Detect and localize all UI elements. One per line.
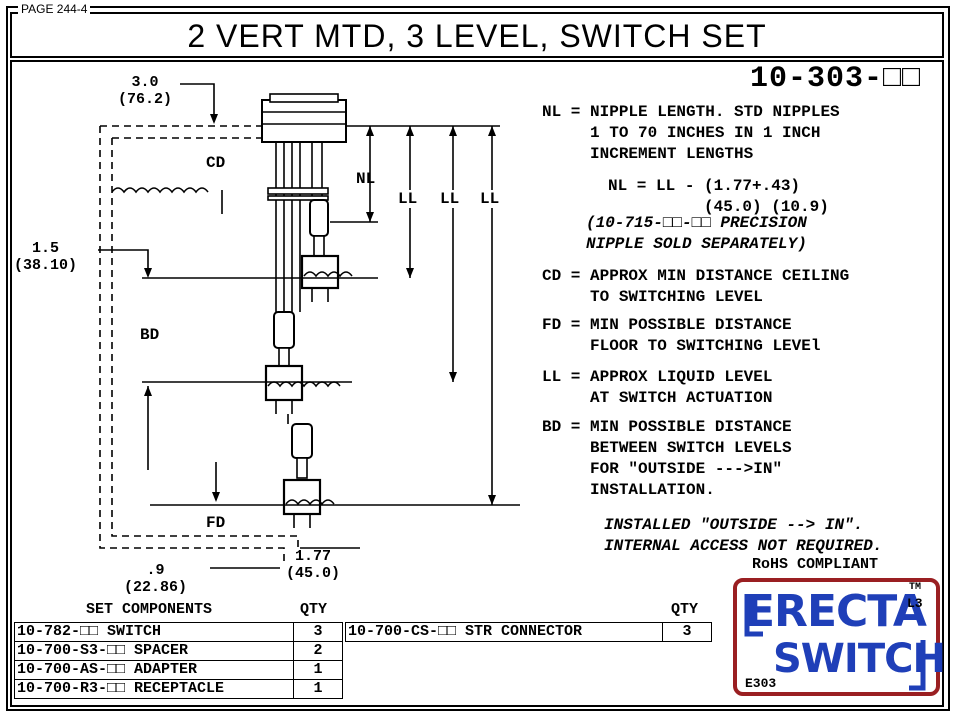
- component-part: 10-700-AS-□□ ADAPTER: [14, 660, 294, 680]
- definition-nl-formula: NL = LL - (1.77+.43) (45.0) (10.9): [608, 177, 829, 216]
- install-note: INSTALLED "OUTSIDE --> IN". INTERNAL ACC…: [604, 516, 883, 555]
- component-part: 10-782-□□ SWITCH: [14, 622, 294, 642]
- table-row: 10-700-CS-□□ STR CONNECTOR 3: [345, 622, 712, 642]
- label-ll-3: LL: [480, 190, 500, 208]
- definition-cd: CD = APPROX MIN DISTANCE CEILING TO SWIT…: [542, 267, 850, 306]
- label-fd: FD: [206, 514, 226, 532]
- component-qty: 2: [293, 641, 343, 661]
- title-box: 2 VERT MTD, 3 LEVEL, SWITCH SET: [10, 12, 944, 58]
- component-qty: 3: [293, 622, 343, 642]
- nipple-note: (10-715-□□-□□ PRECISION NIPPLE SOLD SEPA…: [586, 214, 807, 253]
- definition-ll: LL = APPROX LIQUID LEVEL AT SWITCH ACTUA…: [542, 368, 773, 407]
- page-label: PAGE 244-4: [18, 2, 91, 16]
- table-row: 10-782-□□ SWITCH 3: [14, 622, 343, 642]
- logo-code: E303: [745, 676, 777, 691]
- table-row: 10-700-R3-□□ RECEPTACLE 1: [14, 679, 343, 699]
- table-row: 10-700-AS-□□ ADAPTER 1: [14, 660, 343, 680]
- label-bd: BD: [140, 326, 160, 344]
- logo-trademark: TM: [909, 582, 922, 593]
- connector-qty: 3: [662, 622, 712, 642]
- erecta-switch-logo: ERECTA SWITCH TM L3 E303: [733, 578, 946, 696]
- connector-table: 10-700-CS-□□ STR CONNECTOR 3: [345, 622, 712, 642]
- logo-border: [733, 578, 940, 696]
- component-part: 10-700-R3-□□ RECEPTACLE: [14, 679, 294, 699]
- dim-mid: 1.5 (38.10): [14, 240, 78, 274]
- logo-word-switch: SWITCH: [773, 636, 946, 682]
- connector-part: 10-700-CS-□□ STR CONNECTOR: [345, 622, 663, 642]
- logo-level: L3: [907, 596, 923, 611]
- part-number: 10-303-□□: [750, 62, 922, 96]
- qty-header-2: QTY: [671, 601, 699, 618]
- logo-word-erecta: ERECTA: [745, 586, 927, 637]
- outer-frame: [6, 6, 950, 711]
- dim-top: 3.0 (76.2): [118, 74, 173, 108]
- component-part: 10-700-S3-□□ SPACER: [14, 641, 294, 661]
- drawing-title: 2 VERT MTD, 3 LEVEL, SWITCH SET: [187, 18, 767, 54]
- components-table: 10-782-□□ SWITCH 3 10-700-S3-□□ SPACER 2…: [14, 622, 343, 699]
- table-row: 10-700-S3-□□ SPACER 2: [14, 641, 343, 661]
- logo-bracket-icon: [744, 594, 926, 691]
- components-header: SET COMPONENTS: [86, 601, 213, 618]
- definition-nl: NL = NIPPLE LENGTH. STD NIPPLES 1 TO 70 …: [542, 103, 840, 163]
- label-cd: CD: [206, 154, 226, 172]
- label-ll-2: LL: [440, 190, 460, 208]
- rohs-label: RoHS COMPLIANT: [752, 556, 879, 573]
- label-ll-1: LL: [398, 190, 418, 208]
- definition-bd: BD = MIN POSSIBLE DISTANCE BETWEEN SWITC…: [542, 418, 792, 499]
- label-nl: NL: [356, 170, 376, 188]
- definition-fd: FD = MIN POSSIBLE DISTANCE FLOOR TO SWIT…: [542, 316, 821, 355]
- component-qty: 1: [293, 660, 343, 680]
- drawing-area: [10, 60, 944, 707]
- dim-bottom-left: .9 (22.86): [124, 562, 188, 596]
- component-qty: 1: [293, 679, 343, 699]
- dim-bottom-right: 1.77 (45.0): [286, 548, 341, 582]
- qty-header: QTY: [300, 601, 328, 618]
